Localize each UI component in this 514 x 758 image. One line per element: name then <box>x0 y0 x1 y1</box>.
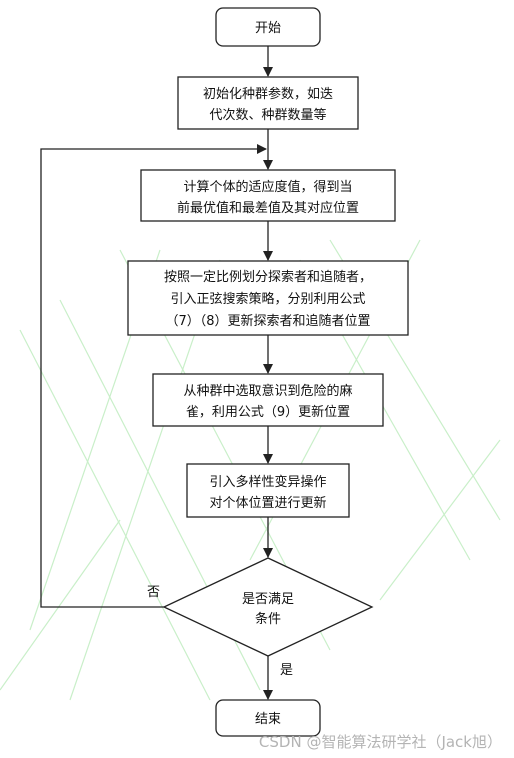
decision-text-line-2: 条件 <box>255 611 281 627</box>
divide-text-line-3: （7）（8）更新探索者和追随者位置 <box>165 313 370 329</box>
start-text: 开始 <box>255 21 281 36</box>
watermark-text: CSDN @智能算法研学社（Jack旭） <box>258 733 502 751</box>
danger-node: 从种群中选取意识到危险的麻 雀，利用公式（9）更新位置 <box>152 373 384 427</box>
end-text: 结束 <box>255 712 281 727</box>
yes-label: 是 <box>280 663 293 678</box>
init-text-line-1: 初始化种群参数，如迭 <box>203 86 333 102</box>
fitness-text-line-1: 计算个体的适应度值，得到当 <box>183 179 352 195</box>
init-text-line-2: 代次数、种群数量等 <box>209 107 326 123</box>
init-node: 初始化种群参数，如迭 代次数、种群数量等 <box>177 76 359 130</box>
start-node: 开始 <box>215 7 321 47</box>
no-label: 否 <box>147 585 160 600</box>
arrow-loop-back <box>40 144 267 608</box>
mutation-text-line-2: 对个体位置进行更新 <box>209 495 326 511</box>
divide-text-line-2: 引入正弦搜索策略，分别利用公式 <box>170 291 365 307</box>
mutation-node: 引入多样性变异操作 对个体位置进行更新 <box>186 463 350 518</box>
mutation-text-line-1: 引入多样性变异操作 <box>209 474 326 490</box>
divide-node: 按照一定比例划分探索者和追随者， 引入正弦搜索策略，分别利用公式 （7）（8）更… <box>127 260 409 336</box>
danger-text-line-1: 从种群中选取意识到危险的麻 <box>183 383 352 399</box>
connectors <box>40 46 273 700</box>
decision-node: 是否满足 条件 <box>162 557 374 657</box>
danger-text-line-2: 雀，利用公式（9）更新位置 <box>186 404 350 420</box>
fitness-text-line-2: 前最优值和最差值及其对应位置 <box>177 200 359 216</box>
fitness-node: 计算个体的适应度值，得到当 前最优值和最差值及其对应位置 <box>140 169 396 222</box>
decision-text-line-1: 是否满足 <box>242 592 294 607</box>
divide-text-line-1: 按照一定比例划分探索者和追随者， <box>164 269 372 285</box>
end-node: 结束 <box>215 699 321 737</box>
